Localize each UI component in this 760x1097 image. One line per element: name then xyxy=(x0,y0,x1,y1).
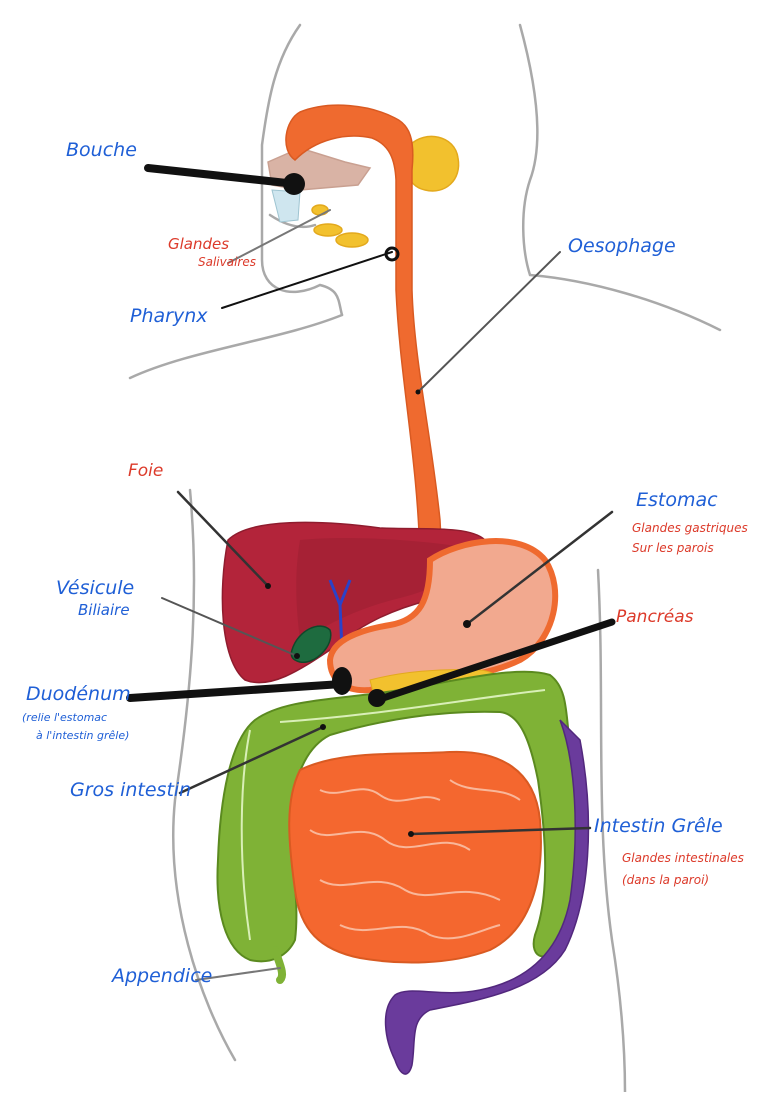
large-intestine xyxy=(216,670,581,984)
label-duodenum-sub-2: à l'intestin grêle) xyxy=(36,729,130,742)
body-outline xyxy=(128,23,722,1094)
label-estomac: Estomac xyxy=(636,489,718,511)
label-estomac-sub-1: Glandes gastriques xyxy=(632,521,748,535)
leader-lines xyxy=(126,164,616,981)
label-pharynx: Pharynx xyxy=(130,305,208,327)
label-glandes-salivaires-1: Glandes xyxy=(168,235,230,253)
rectum xyxy=(384,719,590,1075)
label-vesicule-1: Vésicule xyxy=(56,577,135,599)
label-intestin-sub-2: (dans la paroi) xyxy=(622,873,710,887)
label-intestin-sub-1: Glandes intestinales xyxy=(622,851,744,865)
label-foie: Foie xyxy=(128,461,164,481)
salivary-glands xyxy=(311,135,460,248)
label-intestin-grele: Intestin Grêle xyxy=(594,815,723,837)
label-estomac-sub-2: Sur les parois xyxy=(632,541,714,555)
label-bouche: Bouche xyxy=(66,139,137,161)
leader-dots xyxy=(265,173,471,837)
label-duodenum-sub-1: (relie l'estomac xyxy=(22,711,108,724)
label-oesophage: Oesophage xyxy=(568,235,676,257)
small-intestine xyxy=(288,750,542,964)
label-glandes-salivaires-2: Salivaires xyxy=(198,255,256,269)
label-gros-intestin: Gros intestin xyxy=(70,779,192,801)
label-appendice: Appendice xyxy=(112,965,213,987)
label-pancreas: Pancréas xyxy=(616,607,694,627)
label-vesicule-2: Biliaire xyxy=(78,601,130,619)
label-duodenum: Duodénum xyxy=(26,683,131,705)
